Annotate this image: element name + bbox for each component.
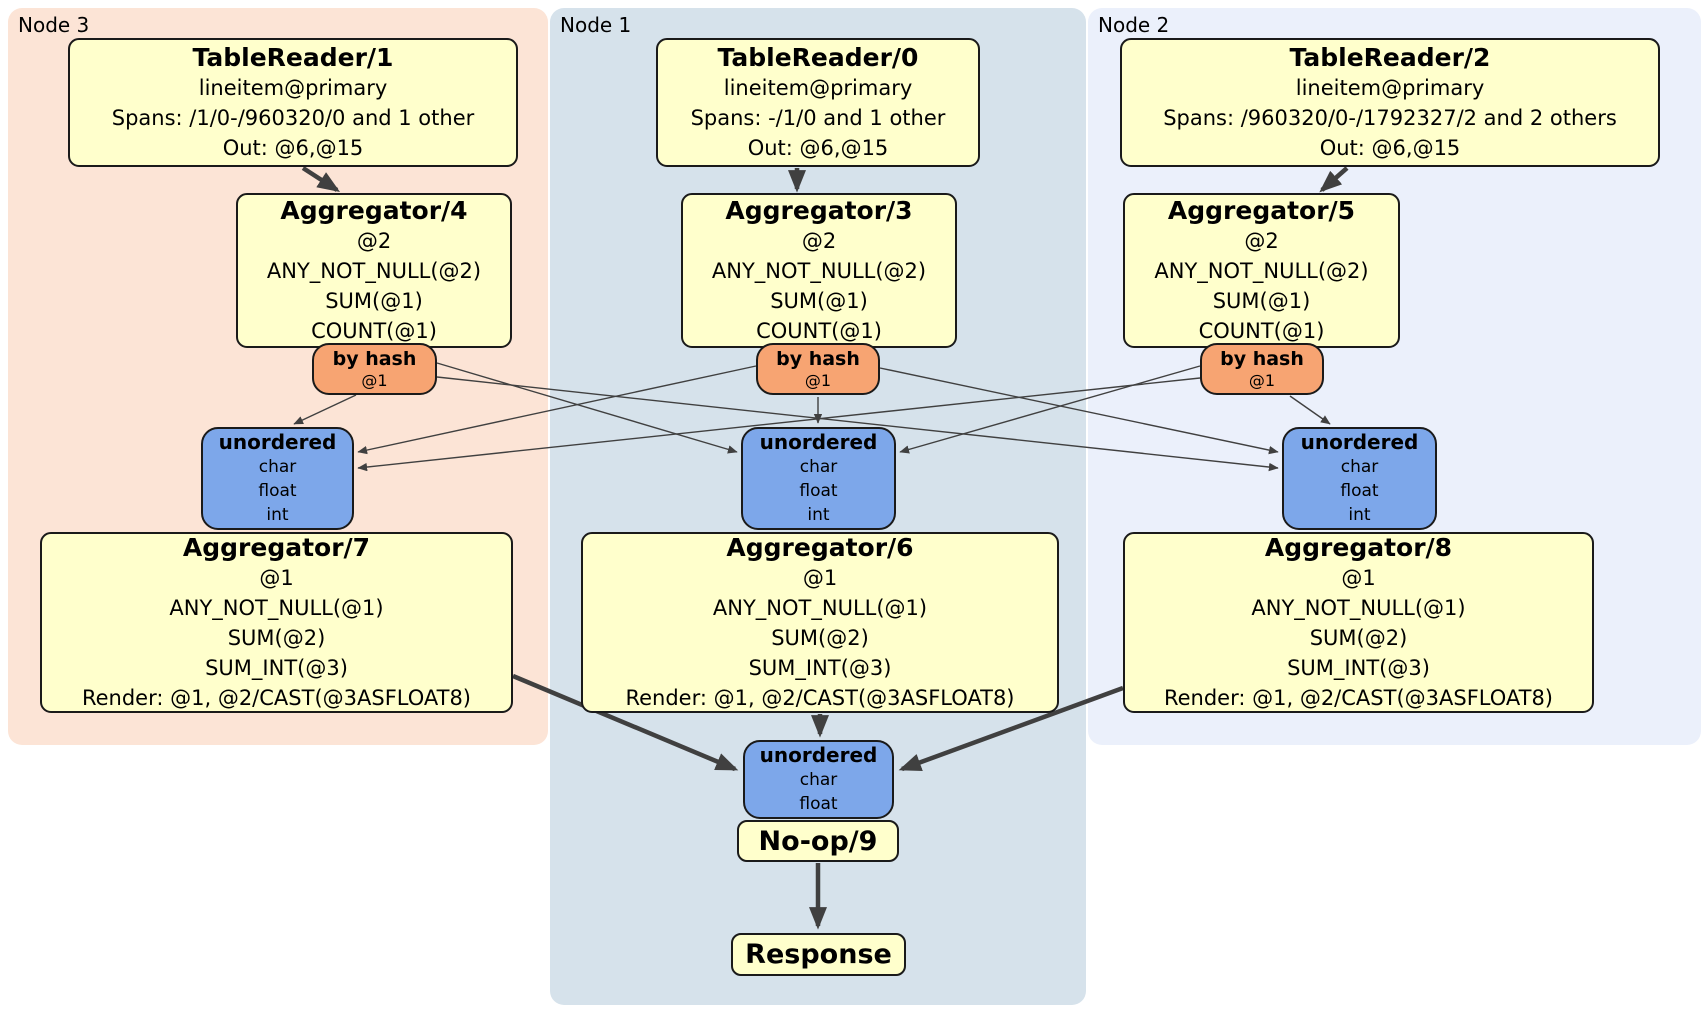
sync-title: unordered — [759, 743, 878, 767]
processor-detail: ANY_NOT_NULL(@1) — [712, 596, 928, 620]
router-title: by hash — [332, 347, 417, 370]
processor-detail: @1 — [259, 566, 294, 590]
processor-detail: lineitem@primary — [198, 76, 388, 100]
processor-title: TableReader/2 — [1289, 43, 1491, 72]
processor-detail: ANY_NOT_NULL(@2) — [266, 259, 482, 283]
processor-detail: COUNT(@1) — [1198, 319, 1325, 343]
sync-unordered-node-1: unordered char float int — [741, 427, 896, 530]
processor-detail: SUM_INT(@3) — [1287, 656, 1430, 680]
sync-column: float — [799, 481, 838, 501]
sync-column: char — [1340, 457, 1379, 477]
processor-detail: SUM_INT(@3) — [205, 656, 348, 680]
sync-unordered-final: unordered char float — [743, 740, 894, 819]
processor-aggregator-5: Aggregator/5 @2 ANY_NOT_NULL(@2) SUM(@1)… — [1123, 193, 1400, 348]
sync-title: unordered — [759, 430, 878, 454]
processor-detail: ANY_NOT_NULL(@2) — [1154, 259, 1369, 283]
processor-title: Response — [745, 939, 892, 970]
processor-title: Aggregator/7 — [182, 533, 371, 562]
processor-detail: lineitem@primary — [723, 76, 913, 100]
router-by-hash-node-2: by hash @1 — [1200, 343, 1324, 395]
processor-title: Aggregator/4 — [280, 196, 468, 225]
processor-detail: ANY_NOT_NULL(@1) — [1251, 596, 1466, 620]
processor-title: No-op/9 — [758, 825, 878, 857]
region-label-node-1: Node 1 — [560, 13, 632, 37]
processor-detail: Render: @1, @2/CAST(@3ASFLOAT8) — [625, 686, 1015, 710]
sync-column: int — [266, 505, 289, 525]
router-title: by hash — [1220, 347, 1304, 370]
processor-detail: @2 — [1244, 229, 1279, 253]
processor-detail: @1 — [1341, 566, 1376, 590]
processor-detail: Spans: /1/0-/960320/0 and 1 other — [111, 106, 475, 130]
processor-response: Response — [731, 933, 906, 976]
processor-aggregator-6: Aggregator/6 @1 ANY_NOT_NULL(@1) SUM(@2)… — [581, 532, 1059, 713]
processor-detail: Spans: /960320/0-/1792327/2 and 2 others — [1163, 106, 1617, 130]
processor-detail: SUM(@1) — [770, 289, 868, 313]
sync-column: char — [799, 770, 838, 790]
processor-detail: ANY_NOT_NULL(@2) — [711, 259, 927, 283]
processor-detail: Spans: -/1/0 and 1 other — [690, 106, 946, 130]
processor-title: Aggregator/5 — [1167, 196, 1356, 225]
processor-tablereader-0: TableReader/0 lineitem@primary Spans: -/… — [656, 38, 980, 167]
processor-detail: COUNT(@1) — [311, 319, 437, 343]
processor-title: Aggregator/3 — [725, 196, 913, 225]
processor-detail: SUM(@1) — [325, 289, 423, 313]
processor-title: TableReader/0 — [717, 43, 919, 72]
sync-unordered-node-2: unordered char float int — [1282, 427, 1437, 530]
sync-column: float — [1340, 481, 1379, 501]
processor-aggregator-7: Aggregator/7 @1 ANY_NOT_NULL(@1) SUM(@2)… — [40, 532, 513, 713]
processor-aggregator-4: Aggregator/4 @2 ANY_NOT_NULL(@2) SUM(@1)… — [236, 193, 512, 348]
sync-title: unordered — [1300, 430, 1419, 454]
processor-detail: Render: @1, @2/CAST(@3ASFLOAT8) — [1163, 686, 1554, 710]
processor-detail: Render: @1, @2/CAST(@3ASFLOAT8) — [81, 686, 472, 710]
router-detail: @1 — [361, 370, 388, 390]
processor-aggregator-3: Aggregator/3 @2 ANY_NOT_NULL(@2) SUM(@1)… — [681, 193, 957, 348]
router-by-hash-node-1: by hash @1 — [756, 343, 880, 395]
processor-title: Aggregator/8 — [1264, 533, 1453, 562]
processor-tablereader-2: TableReader/2 lineitem@primary Spans: /9… — [1120, 38, 1660, 167]
processor-detail: Out: @6,@15 — [222, 136, 364, 160]
processor-title: TableReader/1 — [192, 43, 394, 72]
processor-detail: @2 — [801, 229, 837, 253]
processor-detail: SUM(@2) — [1309, 626, 1408, 650]
sync-unordered-node-3: unordered char float int — [201, 427, 354, 530]
sync-column: int — [1348, 505, 1371, 525]
router-title: by hash — [776, 347, 860, 370]
processor-title: Aggregator/6 — [726, 533, 914, 562]
router-detail: @1 — [1248, 370, 1276, 390]
processor-tablereader-1: TableReader/1 lineitem@primary Spans: /1… — [68, 38, 518, 167]
region-label-node-2: Node 2 — [1098, 13, 1170, 37]
sync-column: float — [799, 794, 838, 814]
processor-detail: @1 — [802, 566, 838, 590]
processor-detail: ANY_NOT_NULL(@1) — [169, 596, 384, 620]
processor-detail: lineitem@primary — [1295, 76, 1485, 100]
processor-detail: SUM_INT(@3) — [748, 656, 892, 680]
processor-detail: SUM(@2) — [771, 626, 869, 650]
router-by-hash-node-3: by hash @1 — [312, 343, 437, 395]
processor-detail: SUM(@1) — [1212, 289, 1311, 313]
router-detail: @1 — [804, 370, 832, 390]
region-label-node-3: Node 3 — [18, 13, 90, 37]
sync-column: char — [799, 457, 838, 477]
sync-title: unordered — [218, 430, 337, 454]
processor-detail: SUM(@2) — [227, 626, 326, 650]
processor-noop-9: No-op/9 — [737, 820, 899, 862]
sync-column: float — [258, 481, 297, 501]
sync-column: char — [258, 457, 297, 477]
processor-detail: COUNT(@1) — [756, 319, 882, 343]
sync-column: int — [807, 505, 830, 525]
processor-aggregator-8: Aggregator/8 @1 ANY_NOT_NULL(@1) SUM(@2)… — [1123, 532, 1594, 713]
processor-detail: Out: @6,@15 — [747, 136, 889, 160]
processor-detail: @2 — [356, 229, 392, 253]
processor-detail: Out: @6,@15 — [1319, 136, 1461, 160]
